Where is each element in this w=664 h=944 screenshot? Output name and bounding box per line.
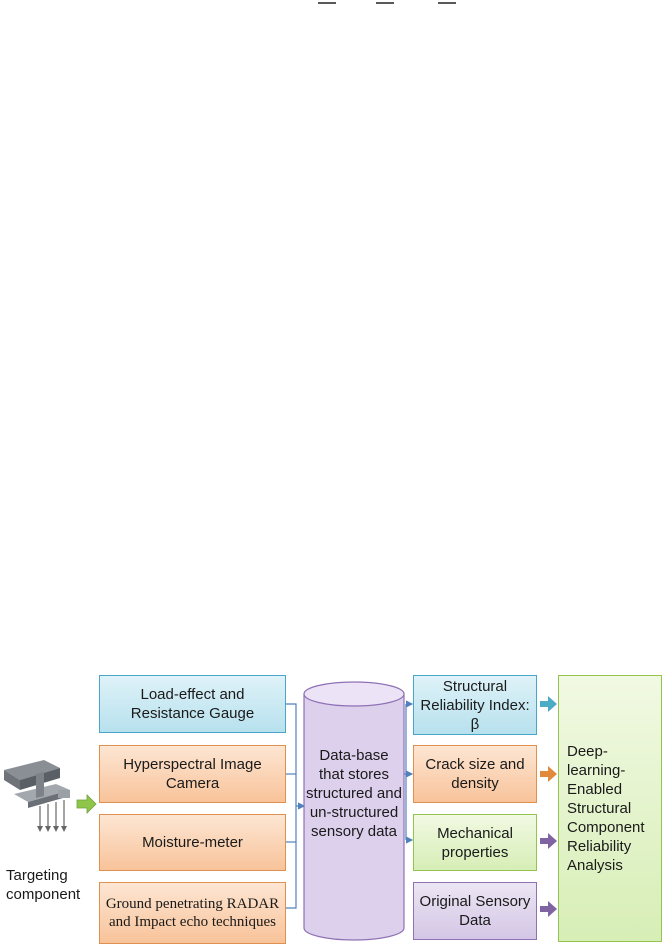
top-edge-marks [318, 2, 456, 4]
database-label: Data-base that stores structured and un-… [306, 747, 402, 840]
load-effect-gauge-box: Load-effect and Resistance Gauge [99, 675, 286, 733]
connector-lines [4, 681, 557, 941]
crack-size-box: Crack size and density [413, 745, 537, 803]
database-cylinder [303, 681, 405, 941]
deep-learning-analysis-box: Deep-learning-Enabled Structural Compone… [558, 675, 662, 942]
teal-arrow-icon [540, 696, 557, 712]
mechanical-properties-box: Mechanical properties [413, 814, 537, 871]
original-sensory-data-box: Original Sensory Data [413, 882, 537, 940]
beam-component-icon [4, 760, 70, 832]
purple-arrow-icon-2 [540, 901, 557, 917]
output-connectors [402, 700, 414, 844]
purple-arrow-icon-1 [540, 833, 557, 849]
green-arrow-icon [76, 794, 97, 814]
source-connectors [286, 703, 306, 909]
moisture-meter-box: Moisture-meter [99, 814, 286, 871]
reliability-index-box: Structural Reliability Index: β [413, 675, 537, 735]
hyperspectral-camera-box: Hyperspectral Image Camera [99, 745, 286, 803]
targeting-component-label: Targeting component [6, 867, 81, 903]
radar-impact-echo-box: Ground penetrating RADAR and Impact echo… [99, 882, 286, 944]
reliability-workflow-diagram: Load-effect and Resistance Gauge Hypersp… [0, 670, 664, 944]
orange-arrow-icon [540, 766, 557, 782]
